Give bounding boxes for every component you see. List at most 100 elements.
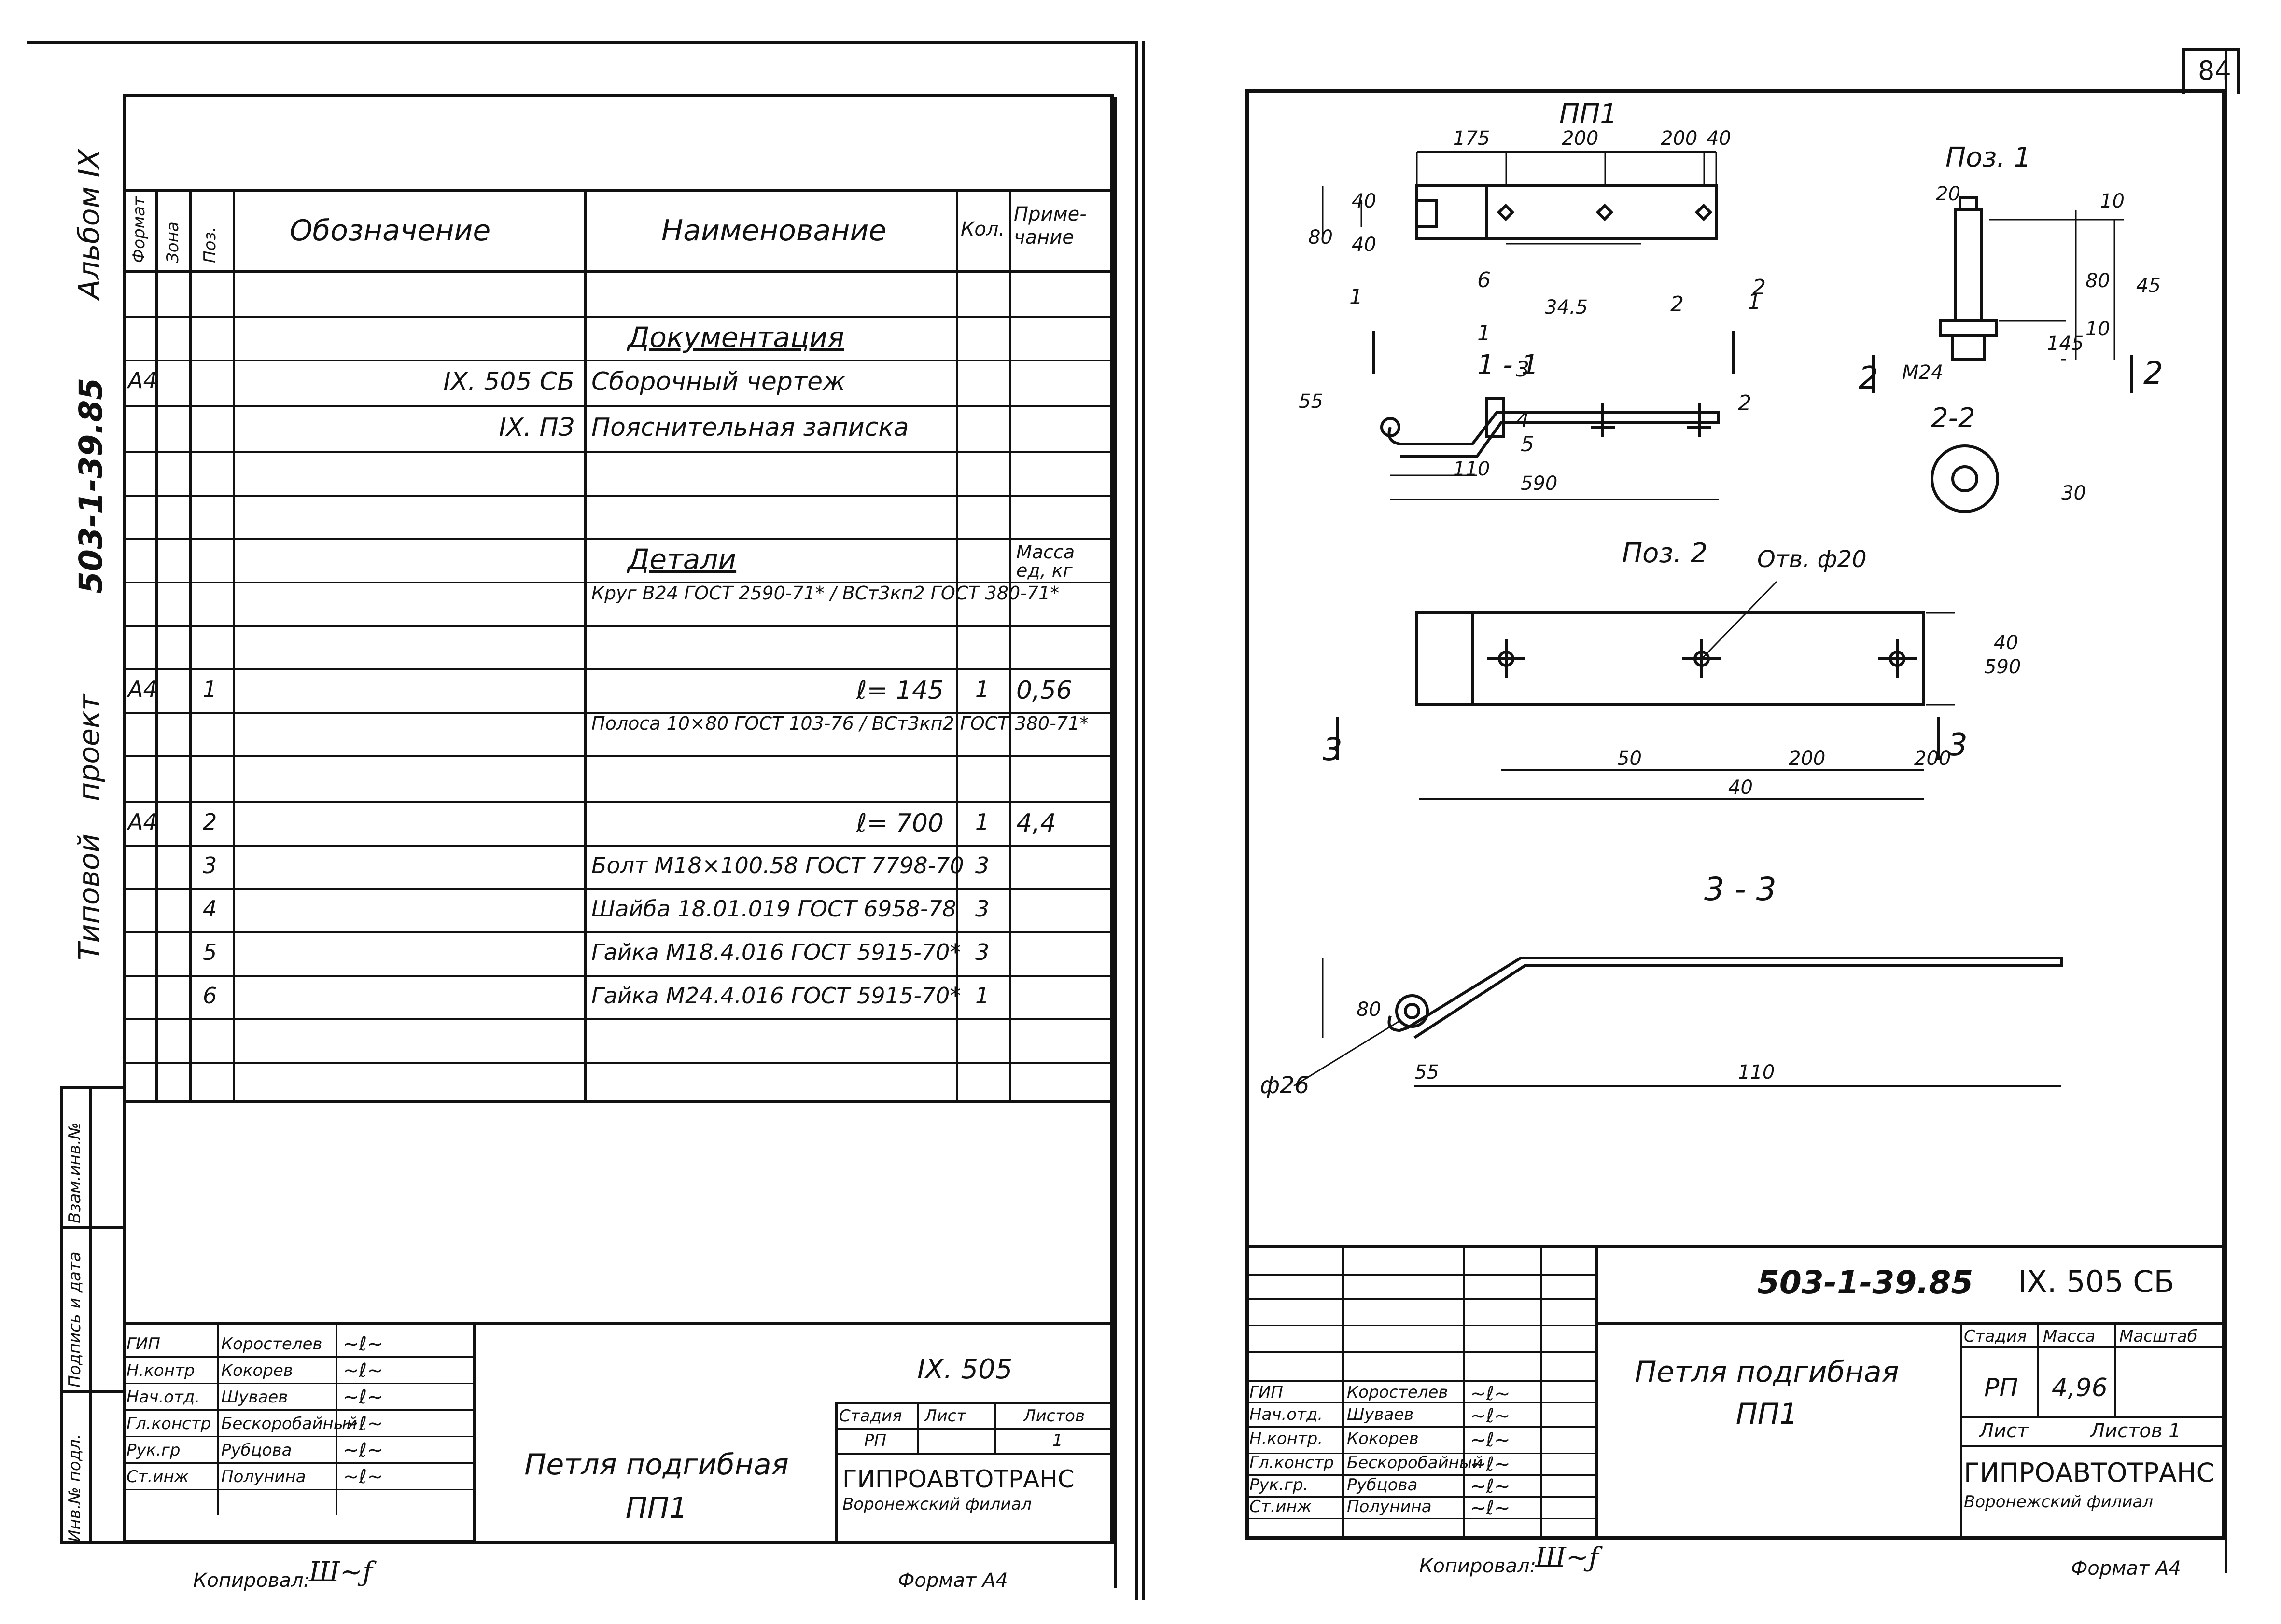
right-frame: [1245, 89, 2225, 1540]
dimension-label: 110: [1453, 458, 1490, 480]
spec-pos: 1: [203, 676, 217, 702]
label-pos2: Поз. 2: [1622, 538, 1707, 569]
col-qty-header: Кол.: [961, 218, 1005, 240]
label-m24: М24: [1902, 361, 1943, 384]
dimension-label: 110: [1738, 1061, 1775, 1083]
spec-note: Масса ед, кг: [1016, 541, 1075, 581]
spec-qty: 1: [975, 676, 990, 702]
left-signature: ~ℓ~: [343, 1413, 383, 1435]
right-signature: ~ℓ~: [1470, 1453, 1511, 1475]
dimension-label: 200: [1789, 748, 1825, 770]
dimension-label: 10: [2085, 318, 2110, 340]
callout-label: 5: [1521, 432, 1534, 457]
plan-strip: [1415, 184, 1718, 240]
spec-format: А4: [128, 676, 157, 702]
spec-pos: 2: [203, 809, 217, 835]
right-person-role: Ст.инж: [1249, 1497, 1312, 1516]
left-copied-label: Копировал:: [193, 1569, 310, 1592]
right-branch: Воронежский филиал: [1964, 1492, 2154, 1512]
callout-label: 6: [1477, 268, 1491, 292]
right-stage-header: Стадия: [1964, 1327, 2027, 1346]
spec-note: 4,4: [1016, 809, 1056, 838]
left-person-name: Шуваев: [221, 1388, 288, 1407]
left-stamp-strip: [60, 1086, 123, 1544]
right-doc: IX. 505 СБ: [2018, 1264, 2175, 1299]
spec-pos: 6: [203, 983, 217, 1009]
right-signature: ~ℓ~: [1470, 1497, 1511, 1519]
spec-name: Пояснительная записка: [591, 413, 909, 442]
right-signature: ~ℓ~: [1470, 1429, 1511, 1451]
pin-body: [1954, 208, 1983, 322]
left-copied-signature: Ш~ƒ: [309, 1556, 373, 1588]
right-signature: ~ℓ~: [1470, 1405, 1511, 1427]
spec-note: 0,56: [1016, 676, 1072, 705]
dimension-label: 590: [1984, 656, 2021, 678]
dimension-label: 590: [1521, 472, 1557, 495]
spec-name: Сборочный чертеж: [591, 367, 845, 396]
col-pos-header: Поз.: [200, 226, 220, 263]
label-pos1: Поз. 1: [1945, 142, 2031, 173]
right-sheets-header: Листов 1: [2090, 1420, 2181, 1442]
callout-label: 1: [1477, 321, 1491, 346]
right-person-name: Бескоробайный: [1347, 1453, 1483, 1472]
right-person-role: ГИП: [1249, 1383, 1283, 1402]
dimension-label: 20: [1936, 183, 1960, 205]
col-name-header: Наименование: [661, 214, 887, 248]
loop-drawing: ПП1 Поз. 1 1 - 1 2-2 Поз. 2 Отв. ф20 3 -…: [1260, 98, 2163, 1099]
right-person-role: Нач.отд.: [1249, 1405, 1323, 1424]
callout-label: 3: [1516, 357, 1529, 382]
right-person-name: Рубцова: [1347, 1475, 1418, 1495]
dimension-label: 40: [1728, 777, 1753, 799]
spec-pos: 4: [203, 896, 217, 922]
spec-qty: 1: [975, 983, 990, 1009]
spec-qty: 1: [975, 809, 990, 835]
left-sheet-header: Лист: [924, 1406, 966, 1426]
left-person-role: Ст.инж: [126, 1467, 189, 1486]
spec-format: А4: [128, 367, 157, 393]
right-person-role: Рук.гр.: [1249, 1475, 1309, 1495]
spec-qty: 3: [975, 852, 990, 878]
dimension-label: 200: [1914, 748, 1951, 770]
right-copied-signature: Ш~ƒ: [1535, 1542, 1599, 1573]
left-right-margin: [1114, 97, 1117, 1588]
callout-label: 4: [1516, 408, 1529, 432]
spec-name: Детали: [628, 543, 737, 576]
label-sec22: 2-2: [1931, 403, 1975, 434]
dimension-label: 40: [1994, 632, 2018, 654]
right-scale-header: Масштаб: [2119, 1327, 2197, 1346]
col-note-header: Приме-чание: [1014, 203, 1087, 249]
spec-name: Шайба 18.01.019 ГОСТ 6958-78: [591, 896, 957, 922]
right-person-name: Шуваев: [1347, 1405, 1414, 1424]
type-label: Типовой: [72, 833, 106, 960]
left-stage-value: РП: [864, 1431, 887, 1450]
left-drawing-title: Петля подгибная ПП1: [524, 1448, 789, 1525]
plan-bolts: [1497, 203, 1713, 222]
right-drawing-title: Петля подгибная ПП1: [1635, 1355, 1899, 1431]
left-signature: ~ℓ~: [343, 1386, 383, 1408]
right-mass-header: Масса: [2043, 1327, 2096, 1346]
dimension-label: 200: [1562, 127, 1598, 150]
label-main: ПП1: [1559, 98, 1617, 130]
callout-label: 2: [2143, 356, 2163, 391]
section-3-3-strip: [1387, 957, 2063, 1039]
spec-name: Гайка М24.4.016 ГОСТ 5915-70*: [591, 983, 961, 1009]
left-branch: Воронежский филиал: [842, 1495, 1032, 1514]
label-hole: Отв. ф20: [1757, 546, 1867, 573]
spec-name: Болт М18×100.58 ГОСТ 7798-70: [591, 852, 964, 878]
album-label: Альбом IX: [72, 149, 106, 299]
left-person-name: Коростелев: [221, 1334, 322, 1354]
dimension-label: 175: [1453, 127, 1490, 150]
right-signature: ~ℓ~: [1470, 1383, 1511, 1405]
label-sec33: 3 - 3: [1704, 871, 1777, 908]
left-doc-code: IX. 505: [917, 1354, 1013, 1385]
left-format-label: Формат А4: [898, 1569, 1008, 1592]
callout-label: 2: [1738, 391, 1751, 416]
dimension-label: 55: [1299, 390, 1323, 413]
left-person-role: Н.контр: [126, 1361, 195, 1380]
spec-pos: 3: [203, 852, 217, 878]
left-person-role: ГИП: [126, 1334, 160, 1354]
dimension-label: 55: [1414, 1061, 1439, 1083]
dimension-label: 10: [2100, 190, 2125, 212]
dimension-label: 45: [2136, 275, 2161, 297]
callout-label: 1: [1748, 290, 1761, 314]
